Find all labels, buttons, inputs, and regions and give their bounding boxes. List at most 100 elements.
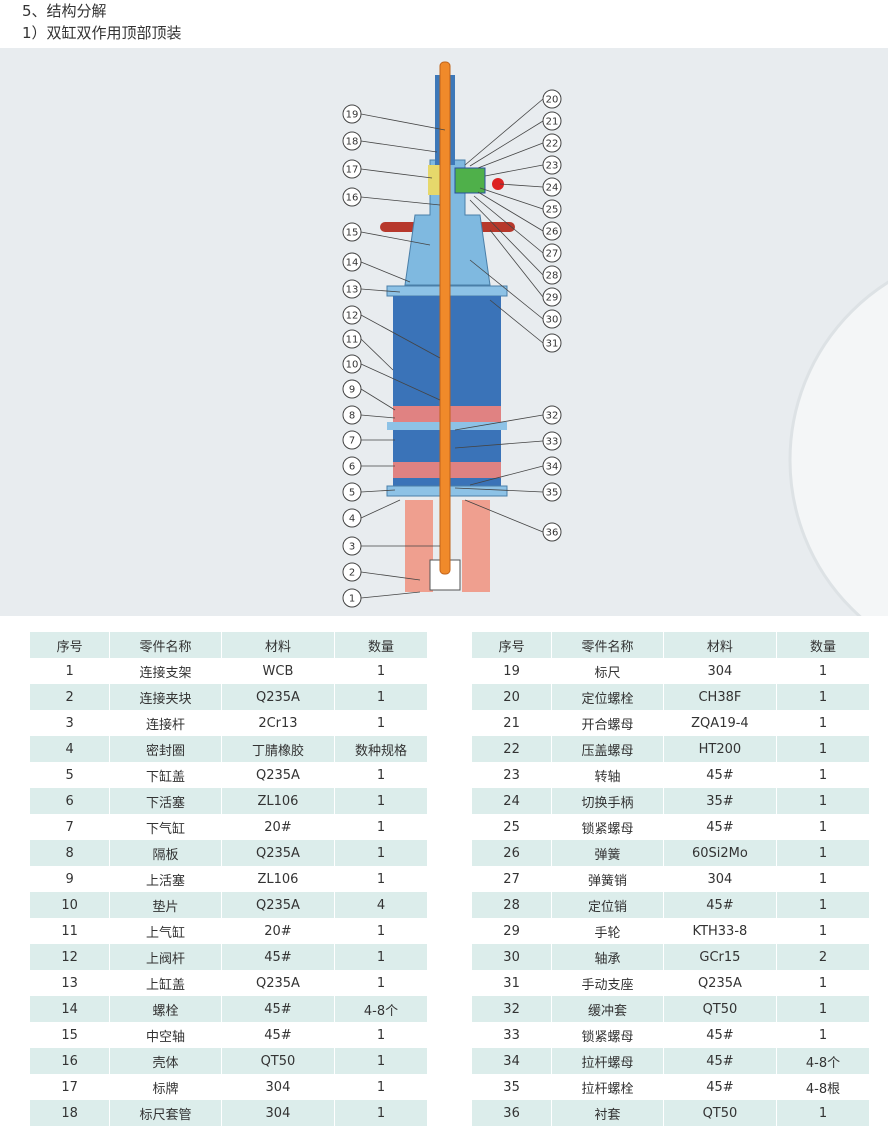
table-cell: 1 [776, 710, 870, 736]
table-cell: 60Si2Mo [663, 840, 778, 866]
callout-circle [342, 187, 362, 207]
leader-line [469, 199, 544, 276]
callout-circle [542, 133, 562, 153]
table-cell: Q235A [221, 970, 336, 996]
table-cell: ZL106 [221, 866, 336, 892]
column-header: 序号 [472, 632, 553, 658]
leader-line [473, 195, 544, 254]
table-cell: 30 [472, 944, 553, 970]
table-cell: 拉杆螺栓 [551, 1074, 664, 1100]
column-header: 零件名称 [551, 632, 664, 658]
leader-line [454, 487, 544, 493]
callout-circle [542, 265, 562, 285]
table-cell: 35# [663, 788, 778, 814]
callout-circle [342, 279, 362, 299]
leader-line [454, 414, 544, 431]
table-cell: 标尺套管 [109, 1100, 222, 1126]
table-header-row: 序号零件名称材料数量 [472, 632, 870, 658]
table-cell: 数种规格 [334, 736, 428, 762]
leader-line [469, 120, 544, 167]
leader-line [360, 231, 431, 246]
table-cell: 上气缸 [109, 918, 222, 944]
leader-line [489, 229, 544, 298]
table-cell: 1 [334, 1048, 428, 1074]
column-header: 材料 [663, 632, 778, 658]
callout-number: 27 [546, 249, 559, 260]
leader-line [484, 164, 544, 177]
leader-line [489, 299, 544, 344]
switch-handle-knob [492, 178, 504, 190]
table-cell: Q235A [663, 970, 778, 996]
table-cell: 螺栓 [109, 996, 222, 1022]
table-cell: ZQA19-4 [663, 710, 778, 736]
leader-line [360, 591, 421, 599]
table-cell: 45# [663, 1022, 778, 1048]
leader-line [360, 499, 401, 519]
callout-circle [342, 508, 362, 528]
table-cell: 22 [472, 736, 553, 762]
callout-number: 33 [546, 437, 559, 448]
callout-circle [542, 333, 562, 353]
callout-circle [342, 379, 362, 399]
table-cell: 24 [472, 788, 553, 814]
callout-number: 14 [346, 258, 359, 269]
callout-circle [542, 155, 562, 175]
leader-line [360, 168, 433, 179]
switch-mechanism [454, 167, 486, 194]
table-cell: 1 [30, 658, 111, 684]
callout-circle [342, 354, 362, 374]
callout-circle [542, 431, 562, 451]
table-cell: 45# [663, 892, 778, 918]
table-cell: 1 [334, 1074, 428, 1100]
table-cell: 16 [30, 1048, 111, 1074]
table-cell: 开合螺母 [551, 710, 664, 736]
table-cell: 33 [472, 1022, 553, 1048]
table-cell: 中空轴 [109, 1022, 222, 1048]
table-cell: 19 [472, 658, 553, 684]
leader-line [464, 499, 544, 533]
callout-circle [542, 89, 562, 109]
table-cell: 1 [776, 736, 870, 762]
callout-number: 20 [546, 95, 559, 106]
callout-number: 23 [546, 161, 559, 172]
table-cell: 1 [776, 788, 870, 814]
callout-circle [342, 456, 362, 476]
leader-line [360, 388, 396, 411]
table-cell: 10 [30, 892, 111, 918]
table-cell: 45# [663, 814, 778, 840]
table-cell: 定位螺栓 [551, 684, 664, 710]
table-cell: 1 [776, 918, 870, 944]
leader-line [360, 571, 421, 581]
callout-number: 32 [546, 411, 559, 422]
callout-circle [542, 482, 562, 502]
table-cell: 20 [472, 684, 553, 710]
table-cell: 1 [776, 866, 870, 892]
table-cell: 4 [334, 892, 428, 918]
table-cell: KTH33-8 [663, 918, 778, 944]
callout-circle [342, 329, 362, 349]
table-cell: 1 [776, 996, 870, 1022]
callout-circle [542, 221, 562, 241]
callout-number: 29 [546, 293, 559, 304]
column-header: 序号 [30, 632, 111, 658]
bracket-leg-right [462, 500, 490, 592]
table-cell: HT200 [663, 736, 778, 762]
